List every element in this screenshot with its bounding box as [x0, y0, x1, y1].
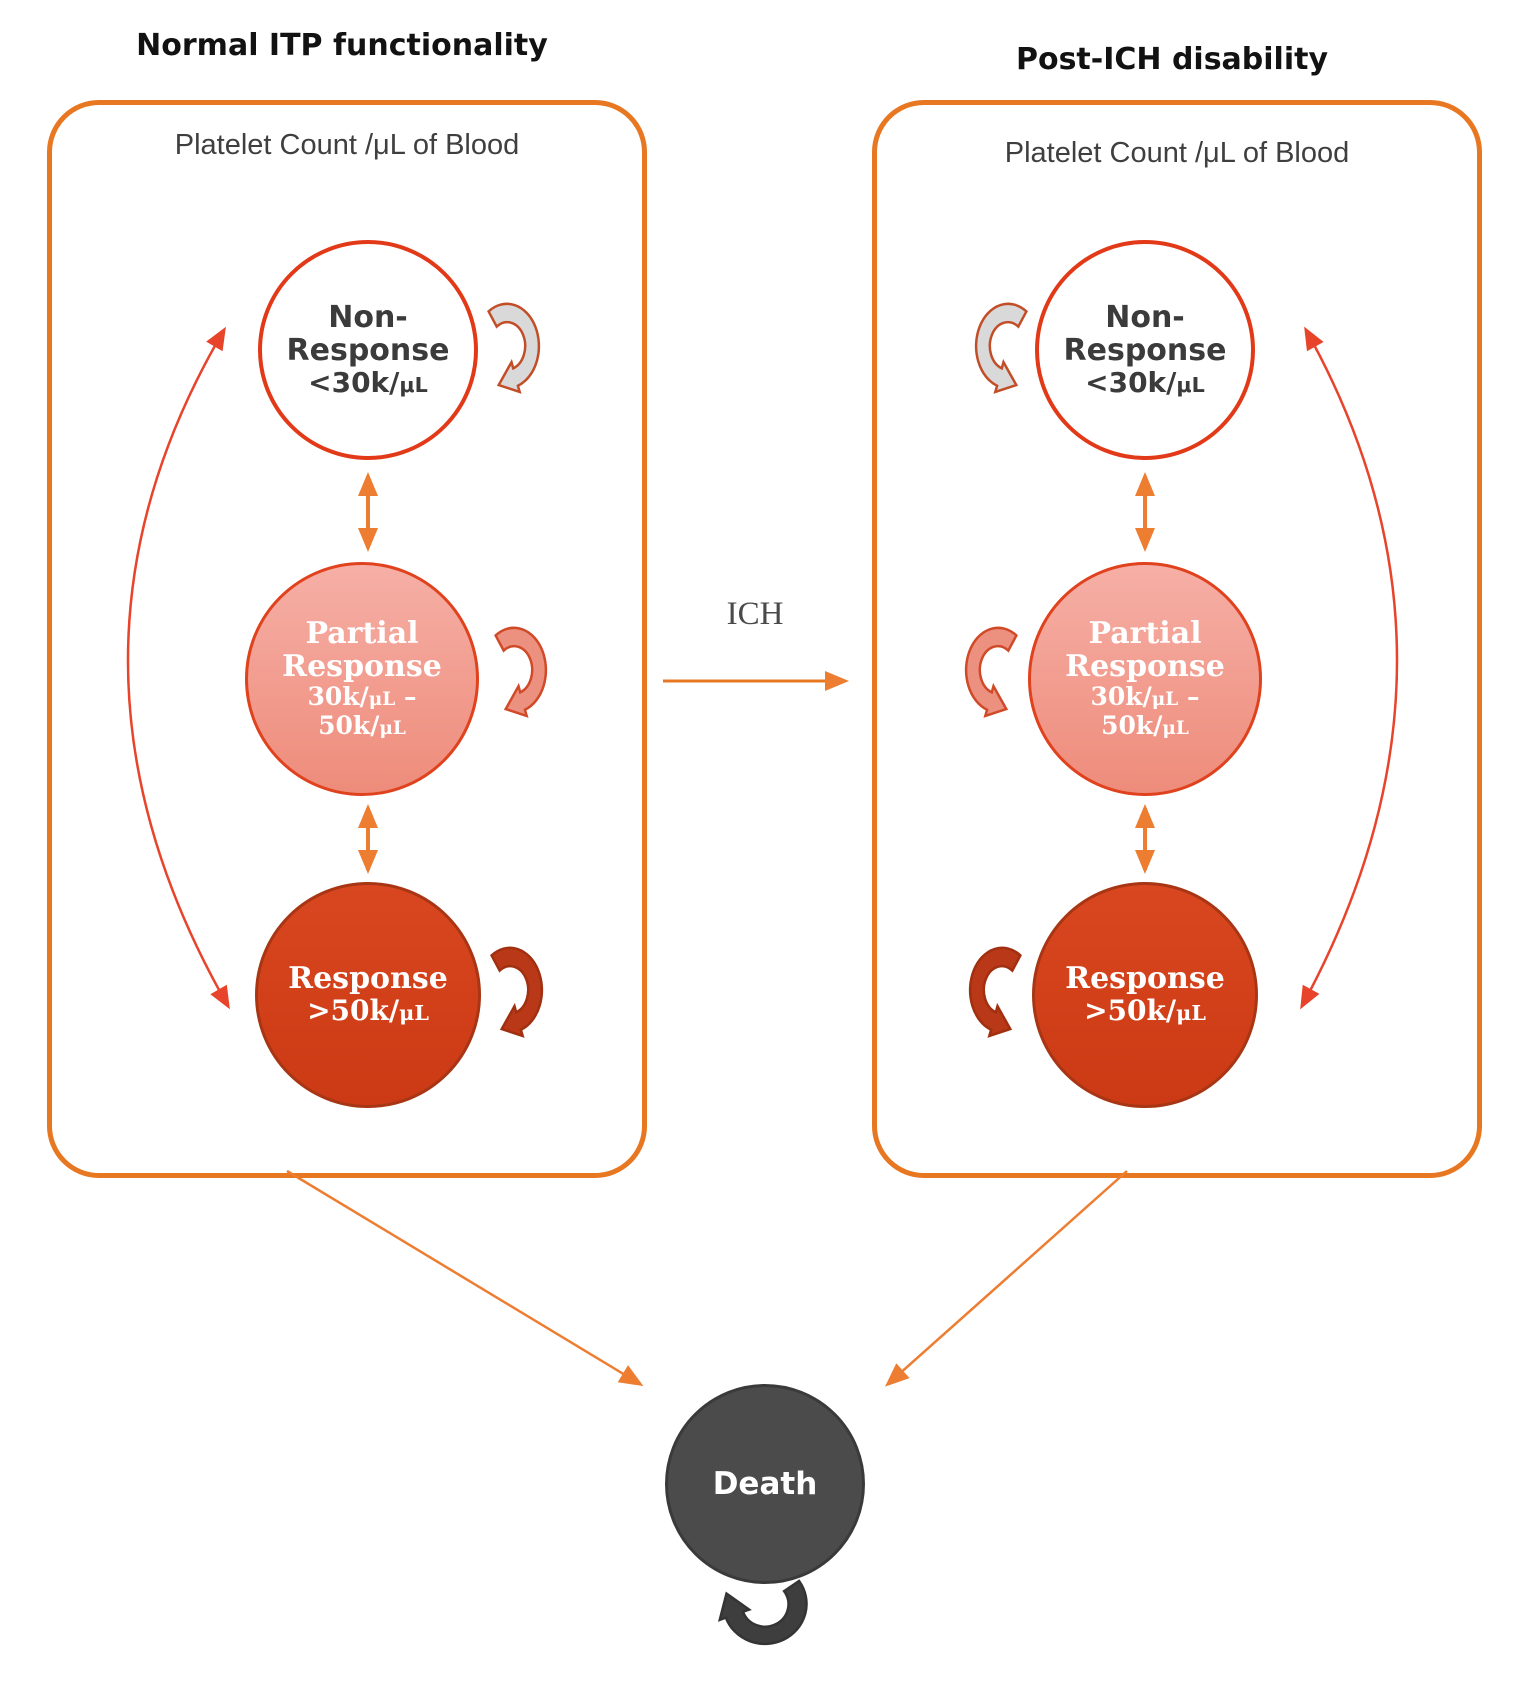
state-range: 50k/μL [318, 711, 406, 740]
arrow-left-panel-to-death [286, 1169, 644, 1387]
state-name-line: Partial [305, 616, 419, 652]
state-range: 30k/μL – [1090, 682, 1200, 712]
state-response-right: Response >50k/μL [1032, 882, 1258, 1108]
right-panel-subtitle: Platelet Count /μL of Blood [1004, 137, 1350, 169]
state-partial-response-right: Partial Response 30k/μL – 50k/μL [1028, 562, 1262, 796]
state-range: >50k/μL [307, 994, 429, 1028]
left-panel-title: Normal ITP functionality [136, 28, 548, 63]
state-response-left: Response >50k/μL [255, 882, 481, 1108]
arrow-right-panel-to-death [885, 1170, 1128, 1387]
state-range: <30k/μL [308, 365, 428, 399]
state-name-line: Response [282, 649, 442, 685]
state-name-line: Response [1065, 649, 1225, 685]
right-panel-title: Post-ICH disability [1015, 42, 1329, 77]
state-death: Death [665, 1384, 865, 1584]
state-name-line: Response [286, 332, 450, 368]
state-name-line: Response [1065, 961, 1225, 997]
state-range: 50k/μL [1101, 711, 1189, 740]
state-range: 30k/μL – [307, 682, 417, 712]
left-panel-subtitle: Platelet Count /μL of Blood [174, 129, 520, 161]
state-name-line: Non- [1105, 299, 1185, 335]
state-name-line: Response [288, 961, 448, 997]
state-partial-response-left: Partial Response 30k/μL – 50k/μL [245, 562, 479, 796]
state-range: >50k/μL [1084, 994, 1206, 1028]
state-non-response-right: Non- Response <30k/μL [1035, 240, 1255, 460]
state-name-line: Partial [1088, 616, 1202, 652]
state-name-line: Response [1063, 332, 1227, 368]
ich-transition-label: ICH [726, 596, 784, 632]
state-range: <30k/μL [1085, 365, 1205, 399]
state-name-line: Non- [328, 299, 408, 335]
death-label: Death [712, 1466, 818, 1502]
self-loop-death [718, 1579, 809, 1646]
right-panel: Platelet Count /μL of Blood [872, 100, 1482, 1178]
state-non-response-left: Non- Response <30k/μL [258, 240, 478, 460]
